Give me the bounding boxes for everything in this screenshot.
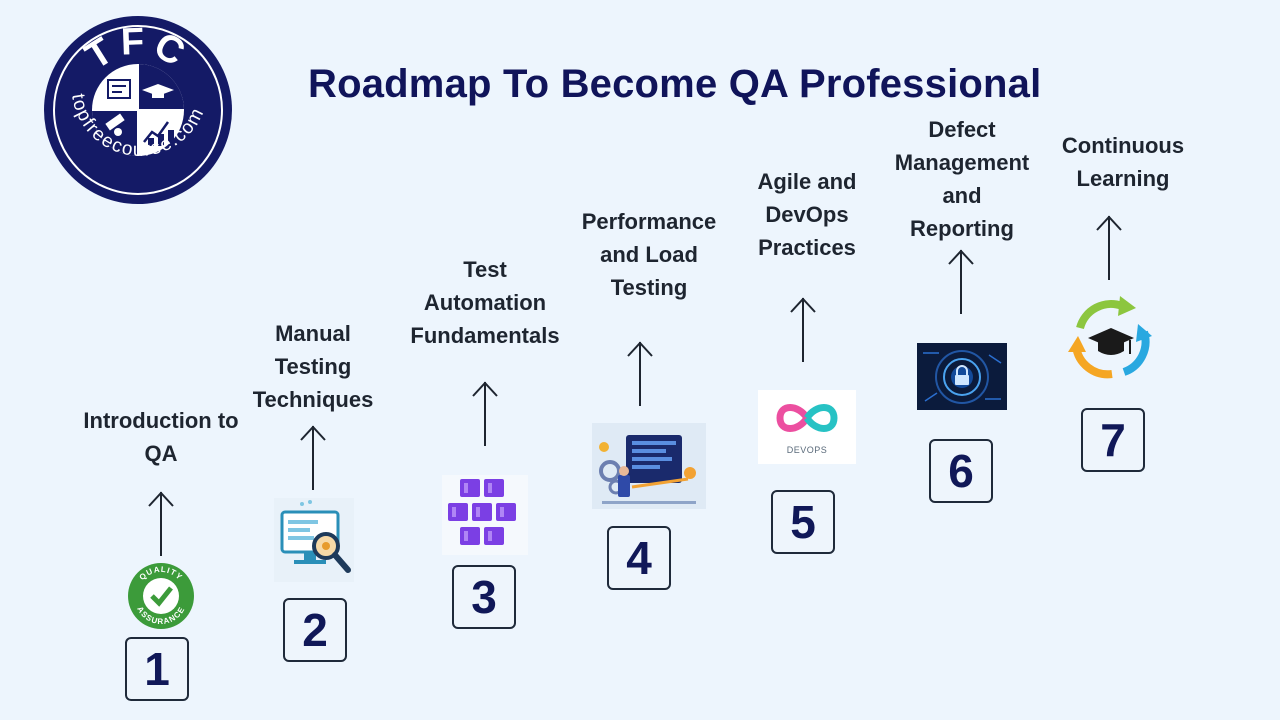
step-5-arrow-icon xyxy=(790,297,816,362)
step-3-label-line: Fundamentals xyxy=(410,323,560,348)
graduation-cycle-icon xyxy=(1068,296,1152,379)
quality-assurance-badge-icon: QUALITY ASSURANCE xyxy=(128,563,194,629)
step-5-label-line: Agile and xyxy=(757,169,857,194)
step-3-arrow-icon xyxy=(472,381,498,446)
step-2-label-line: Techniques xyxy=(252,387,374,412)
step-7-number-box: 7 xyxy=(1081,408,1145,472)
azure-container-cubes-icon xyxy=(442,475,528,555)
step-1-number-box: 1 xyxy=(125,637,189,701)
step-4-label-line: and Load xyxy=(600,242,698,267)
devops-infinity-icon: DEVOPS xyxy=(758,390,856,464)
step-2-number-box: 2 xyxy=(283,598,347,662)
step-3-label: Test Automation Fundamentals xyxy=(390,253,580,352)
step-1-label: Introduction to QA xyxy=(40,404,282,470)
step-6-label-line: and xyxy=(942,183,982,208)
step-2-label: Manual Testing Techniques xyxy=(232,317,394,416)
step-7-label-line: Continuous xyxy=(1061,133,1185,158)
step-2-label-line: Manual xyxy=(275,321,351,346)
step-6-arrow-icon xyxy=(948,249,974,314)
cyber-lock-icon xyxy=(917,343,1007,410)
step-5-number-box: 5 xyxy=(771,490,835,554)
step-4-arrow-icon xyxy=(627,341,653,406)
step-5-label-line: Practices xyxy=(758,235,856,260)
step-3-label-line: Automation xyxy=(423,290,547,315)
developer-screen-gears-icon xyxy=(592,423,706,509)
step-5-label-line: DevOps xyxy=(765,202,849,227)
tfc-logo: TFC topfreecourse.com xyxy=(44,16,232,204)
step-7-label: Continuous Learning xyxy=(1046,129,1200,195)
step-1-label-line: Introduction to xyxy=(83,408,239,433)
step-3-label-line: Test xyxy=(463,257,507,282)
step-2-arrow-icon xyxy=(300,425,326,490)
step-4-label-line: Performance xyxy=(581,209,717,234)
step-1-label-line: QA xyxy=(144,441,178,466)
step-6-label: Defect Management and Reporting xyxy=(880,113,1044,245)
step-1-arrow-icon xyxy=(148,491,174,556)
step-7-label-line: Learning xyxy=(1076,166,1170,191)
step-6-label-line: Reporting xyxy=(910,216,1014,241)
step-3-number-box: 3 xyxy=(452,565,516,629)
step-4-number-box: 4 xyxy=(607,526,671,590)
step-6-label-line: Management xyxy=(894,150,1030,175)
step-4-label-line: Testing xyxy=(610,275,688,300)
page-title: Roadmap To Become QA Professional xyxy=(308,62,1042,106)
step-2-label-line: Testing xyxy=(274,354,352,379)
step-6-label-line: Defect xyxy=(928,117,996,142)
devops-icon-text: DEVOPS xyxy=(787,445,828,455)
step-7-arrow-icon xyxy=(1096,215,1122,280)
step-6-number-box: 6 xyxy=(929,439,993,503)
step-4-label: Performance and Load Testing xyxy=(566,205,732,304)
step-5-label: Agile and DevOps Practices xyxy=(734,165,880,264)
monitor-magnifier-icon xyxy=(274,498,354,582)
